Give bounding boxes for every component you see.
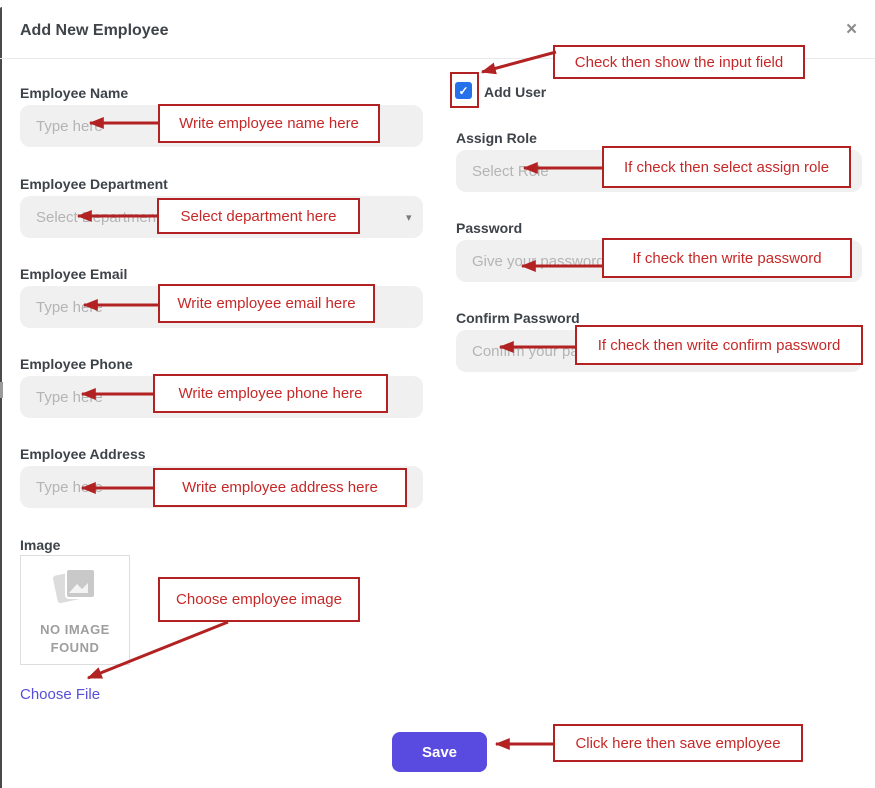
employee-department-label: Employee Department: [20, 176, 168, 192]
annotation-save: Click here then save employee: [553, 724, 803, 762]
image-label: Image: [20, 537, 61, 553]
add-user-label: Add User: [484, 84, 547, 100]
annotation-name: Write employee name here: [158, 104, 380, 143]
annotation-address: Write employee address here: [153, 468, 407, 507]
choose-file-link[interactable]: Choose File: [20, 686, 101, 703]
employee-address-label: Employee Address: [20, 446, 146, 462]
save-button[interactable]: Save: [392, 732, 487, 772]
image-preview-box: NO IMAGE FOUND: [20, 555, 130, 665]
annotation-image: Choose employee image: [158, 577, 360, 622]
annotation-confirm-password: If check then write confirm password: [575, 325, 863, 365]
no-image-icon: [49, 564, 101, 615]
backdrop-notch: [0, 382, 3, 398]
annotation-department: Select department here: [157, 198, 360, 234]
checkmark-icon: ✓: [458, 83, 469, 98]
checkbox-highlight-box: [450, 72, 479, 108]
employee-name-label: Employee Name: [20, 85, 129, 101]
assign-role-label: Assign Role: [456, 130, 537, 146]
modal-title: Add New Employee: [20, 22, 169, 39]
no-image-text: NO IMAGE FOUND: [40, 621, 110, 655]
annotation-email: Write employee email here: [158, 284, 375, 323]
annotation-checkbox: Check then show the input field: [553, 45, 805, 79]
annotation-phone: Write employee phone here: [153, 374, 388, 413]
header-divider: [0, 58, 875, 59]
confirm-password-label: Confirm Password: [456, 310, 580, 326]
employee-email-label: Employee Email: [20, 266, 128, 282]
employee-phone-label: Employee Phone: [20, 356, 133, 372]
add-user-checkbox[interactable]: ✓: [455, 82, 472, 99]
password-label: Password: [456, 220, 523, 236]
close-icon[interactable]: ×: [846, 19, 858, 40]
annotation-role: If check then select assign role: [602, 146, 851, 188]
annotation-password: If check then write password: [602, 238, 852, 278]
